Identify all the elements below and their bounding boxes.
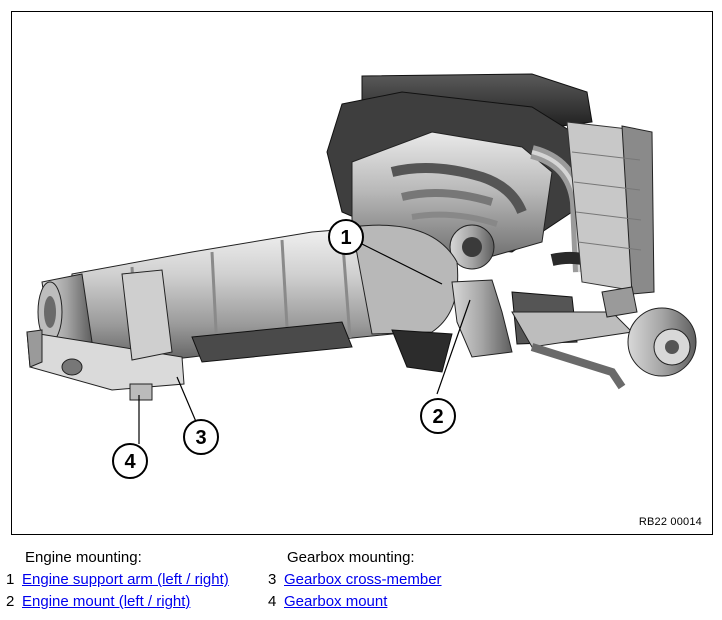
engine-gearbox-illustration: 1 2 3 4 bbox=[26, 73, 697, 479]
legend-item-2: 2 Engine mount (left / right) bbox=[6, 591, 229, 613]
legend-item-4-number: 4 bbox=[268, 593, 277, 610]
callout-3: 3 bbox=[183, 419, 219, 455]
callout-4: 4 bbox=[112, 443, 148, 479]
legend-item-2-number: 2 bbox=[6, 593, 15, 610]
engine-mount-link[interactable]: Engine mount (left / right) bbox=[22, 593, 191, 610]
legend-item-1: 1 Engine support arm (left / right) bbox=[6, 569, 229, 591]
legend-item-4: 4 Gearbox mount bbox=[268, 591, 442, 613]
legend-engine-mounting: Engine mounting: 1 Engine support arm (le… bbox=[6, 547, 229, 613]
leader-lines bbox=[138, 243, 471, 444]
callout-2-label: 2 bbox=[432, 406, 443, 428]
gearbox-mount-link[interactable]: Gearbox mount bbox=[284, 593, 388, 610]
legend-gearbox-heading: Gearbox mounting: bbox=[287, 549, 415, 566]
legend-engine-heading: Engine mounting: bbox=[25, 549, 142, 566]
callout-3-label: 3 bbox=[195, 427, 206, 449]
leader-line-2 bbox=[436, 299, 471, 395]
leader-line-3 bbox=[176, 376, 198, 425]
callout-2: 2 bbox=[420, 398, 456, 434]
legend-item-1-number: 1 bbox=[6, 571, 15, 588]
callout-1-label: 1 bbox=[340, 227, 351, 249]
radiator bbox=[566, 121, 655, 295]
callout-1: 1 bbox=[328, 219, 364, 255]
legend-item-3-number: 3 bbox=[268, 571, 277, 588]
front-axle bbox=[511, 286, 697, 390]
engine-support-arm-link[interactable]: Engine support arm (left / right) bbox=[22, 571, 229, 588]
gearbox-cross-member-shape bbox=[26, 269, 185, 401]
legend-item-3: 3 Gearbox cross-member bbox=[268, 569, 442, 591]
callout-4-label: 4 bbox=[124, 451, 136, 473]
leader-line-1 bbox=[361, 243, 443, 285]
engine-drivetrain-figure: 1 2 3 4 RB22 00014 bbox=[11, 11, 713, 535]
figure-reference-code: RB22 00014 bbox=[638, 516, 702, 528]
gearbox-cross-member-link[interactable]: Gearbox cross-member bbox=[284, 571, 442, 588]
